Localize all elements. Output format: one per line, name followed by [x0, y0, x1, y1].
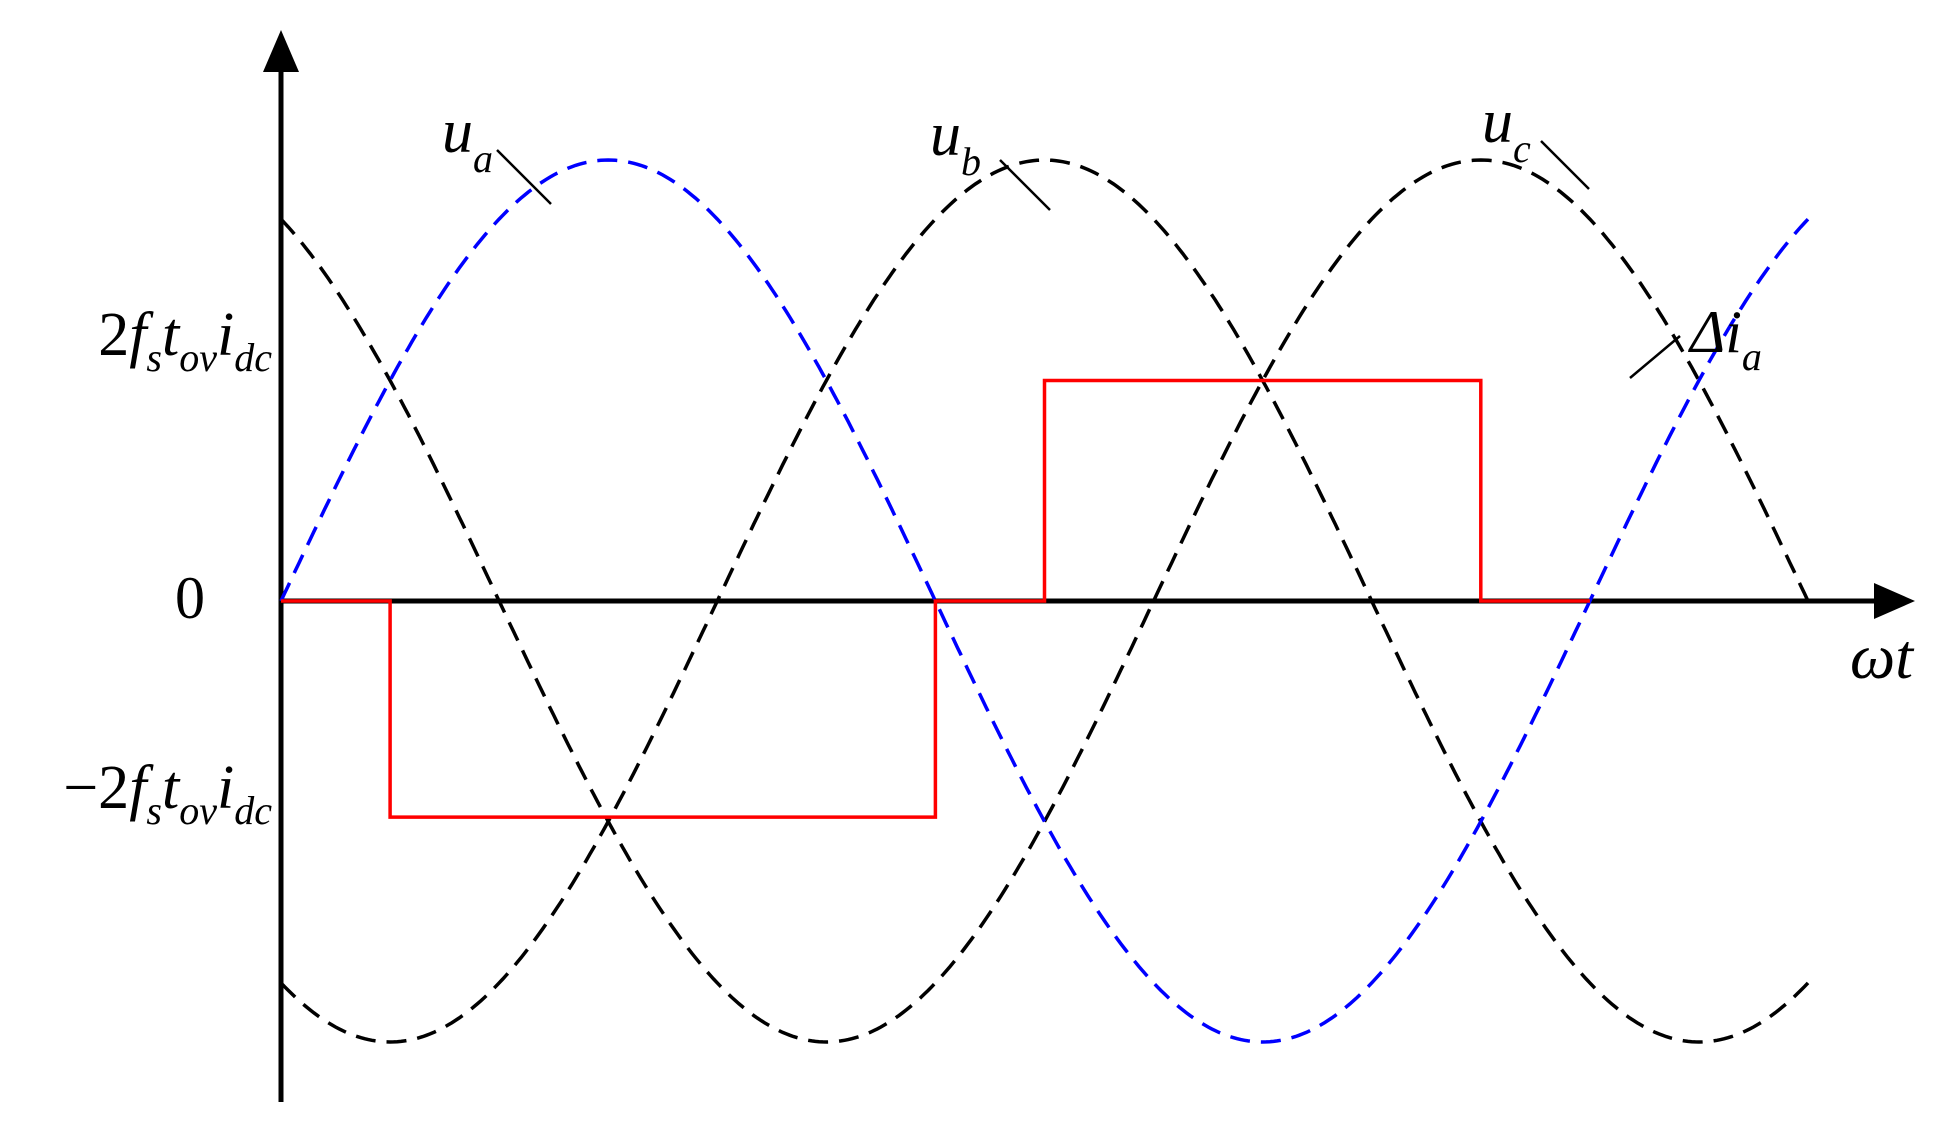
ua-leader-line [496, 149, 552, 205]
delta-ia-leader-line [1629, 335, 1681, 379]
series-ub-line [279, 158, 1810, 1044]
y-tick-zero-label: 0 [175, 565, 205, 631]
y-tick-negative-label: −2fstovidc [63, 754, 272, 833]
y-tick-positive-label: 2fstovidc [98, 301, 272, 380]
delta-ia-label: Δia [1688, 299, 1762, 379]
x-axis-arrow [1874, 583, 1915, 619]
uc-label: uc [1482, 88, 1531, 171]
ub-label: ub [930, 101, 981, 184]
ub-leader-line [999, 159, 1051, 211]
y-axis-arrow [263, 30, 299, 72]
series-delta-ia-line [281, 378, 1590, 819]
x-axis-label: ωt [1850, 621, 1915, 692]
uc-leader-line [1540, 140, 1590, 190]
series-ua-line [279, 158, 1810, 1044]
ua-label: ua [442, 98, 493, 181]
